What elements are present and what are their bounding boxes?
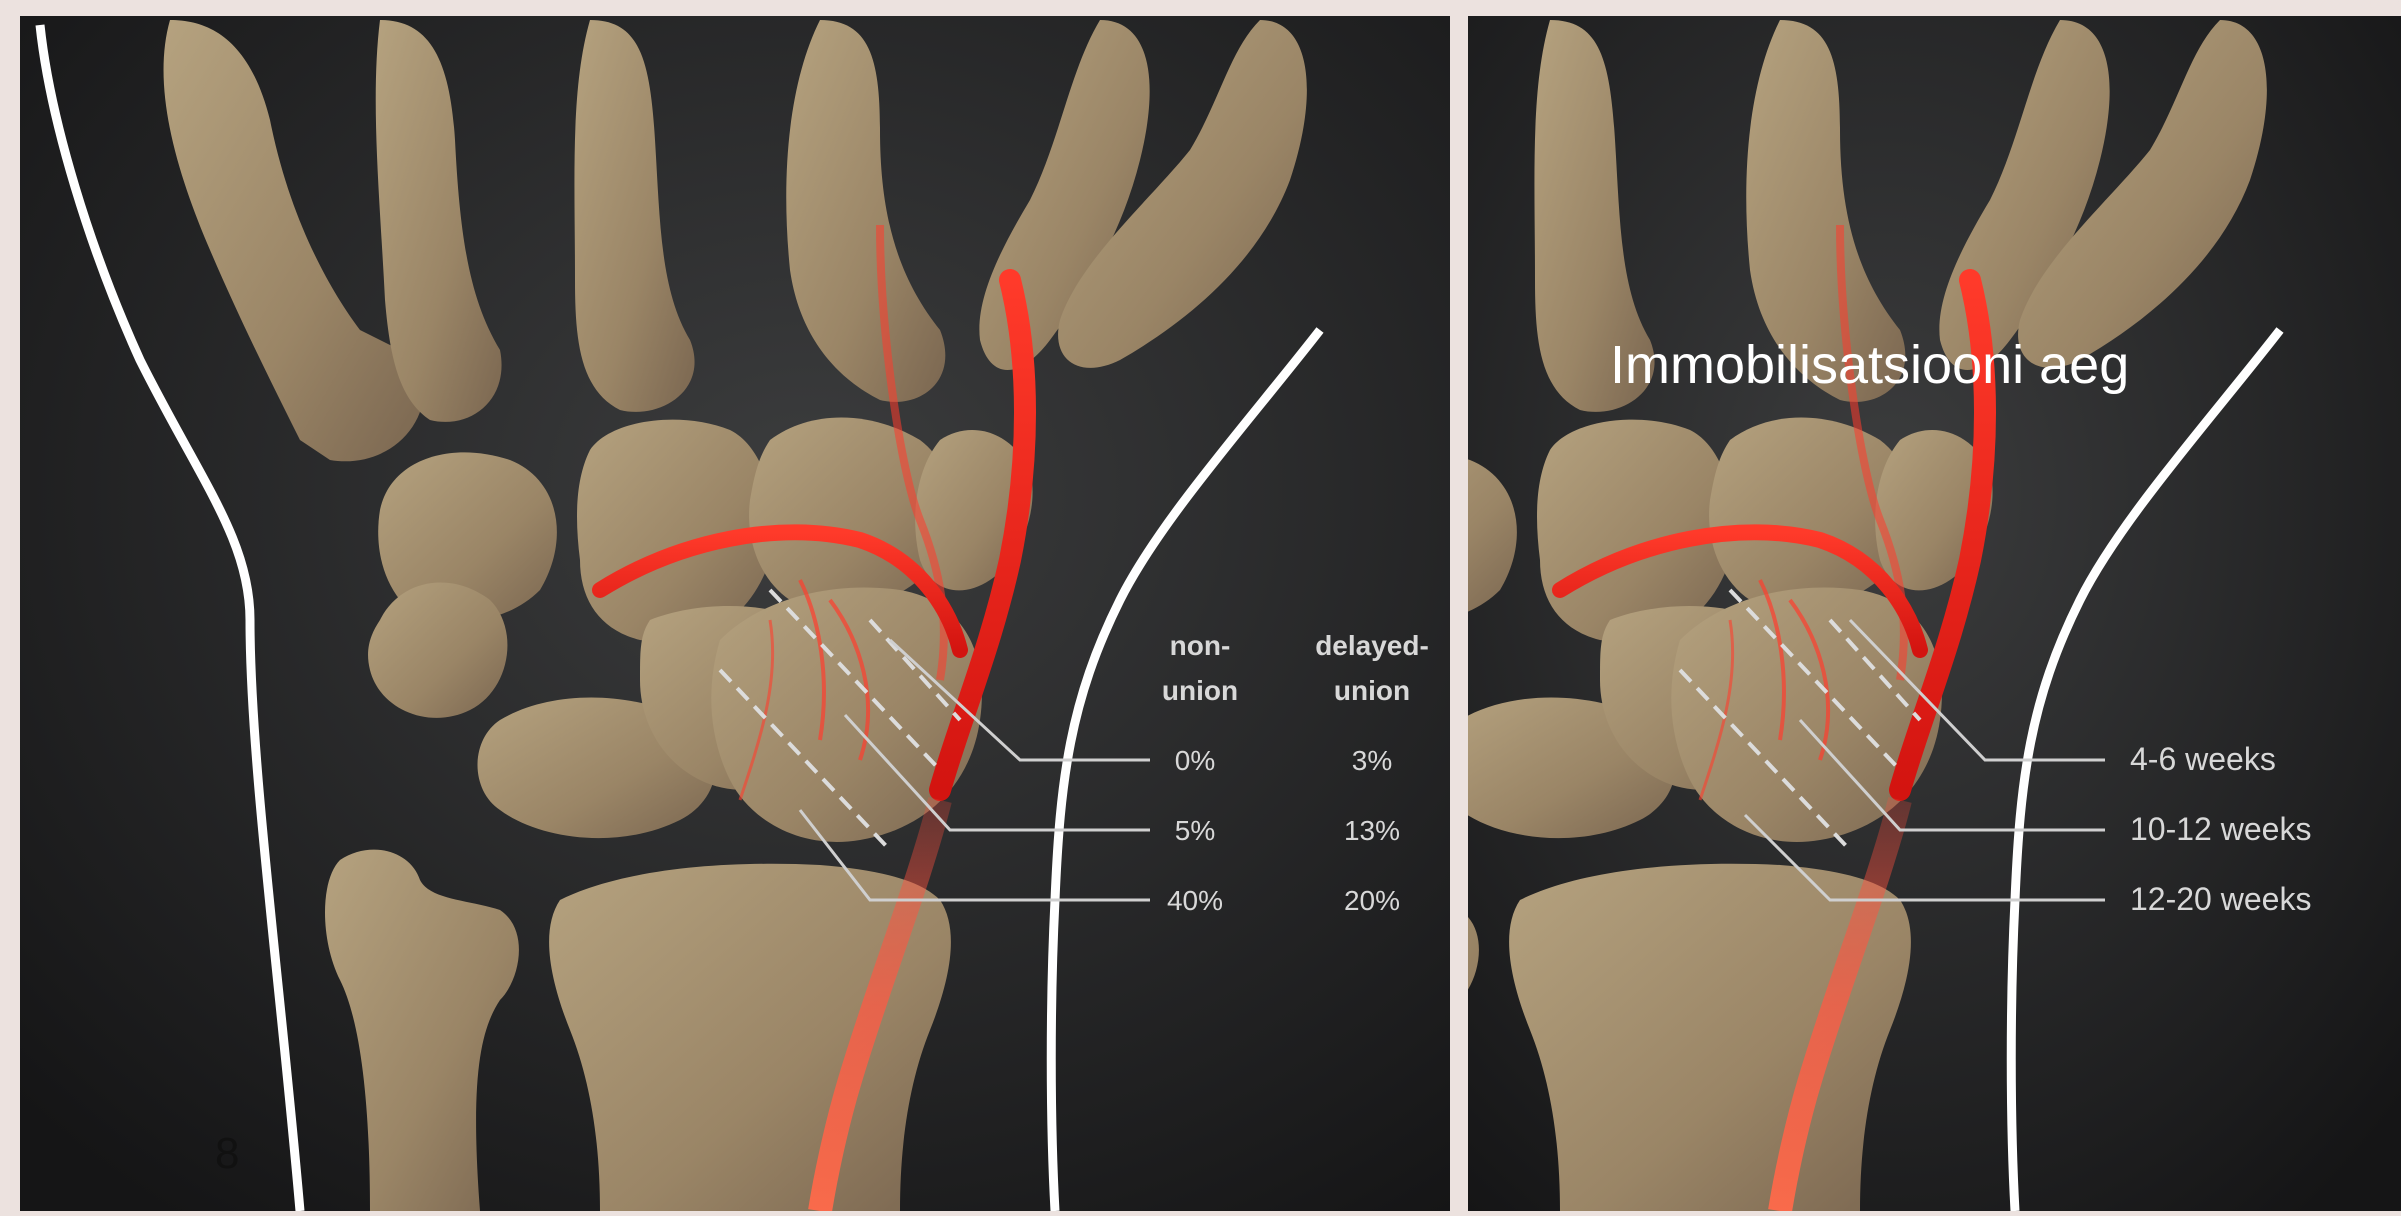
header-delayed-line1: delayed- [1315,630,1429,661]
row1-delayed: 3% [1352,745,1392,776]
left-panel: non- union delayed- union 0% 3% 5% 13% 4… [20,16,1450,1211]
row2-nonunion: 5% [1175,815,1215,846]
right-row2-label: 10-12 weeks [2130,811,2311,847]
page-number: 8 [215,1129,239,1178]
right-row3-label: 12-20 weeks [2130,881,2311,917]
right-heading: Immobilisatsiooni aeg [1610,335,2129,395]
header-nonunion-line2: union [1162,675,1238,706]
row1-nonunion: 0% [1175,745,1215,776]
row3-nonunion: 40% [1167,885,1223,916]
row2-delayed: 13% [1344,815,1400,846]
right-row1-label: 4-6 weeks [2130,741,2276,777]
header-nonunion-line1: non- [1170,630,1231,661]
row3-delayed: 20% [1344,885,1400,916]
header-delayed-line2: union [1334,675,1410,706]
